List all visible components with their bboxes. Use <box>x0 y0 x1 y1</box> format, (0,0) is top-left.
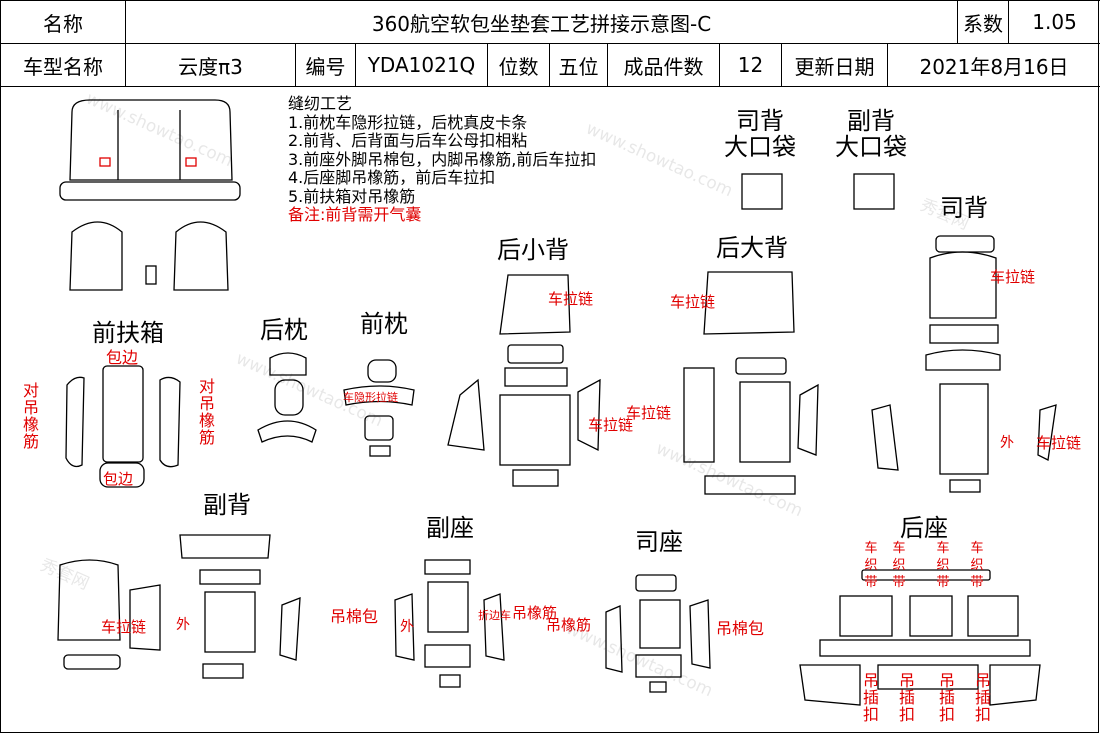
front-seats-overview-icon <box>69 221 229 291</box>
pair-elastic-note: 对吊橡筋 <box>198 377 215 447</box>
cotton-bag-note: 吊棉包 <box>330 607 379 626</box>
notes-heading: 缝纫工艺 <box>288 94 353 113</box>
zipper-note: 车拉链 <box>1036 434 1082 452</box>
seats-label: 位数 <box>487 43 550 87</box>
note-item: 1.前枕车隐形拉链，后枕真皮卡条 <box>288 112 528 132</box>
code-label: 编号 <box>295 43 356 87</box>
document-title: 360航空软包坐垫套工艺拼接示意图-C <box>124 0 959 44</box>
rear-headrest-pieces <box>257 352 317 443</box>
outer-note: 外 <box>176 617 190 633</box>
label-rear-small-back: 后小背 <box>497 236 569 264</box>
hang-buckle-note: 吊插扣 <box>974 671 991 724</box>
driver-pocket-piece <box>741 173 783 210</box>
rear-small-back-pieces <box>447 274 601 487</box>
airbag-remark: 备注:前背需开气囊 <box>288 205 422 224</box>
cotton-bag-note: 吊棉包 <box>716 619 765 638</box>
seats-value: 五位 <box>549 43 608 87</box>
rear-seat-overview-icon <box>59 99 241 201</box>
zipper-note: 车拉链 <box>990 268 1036 286</box>
fold-stitch-note: 折边车 <box>478 609 511 622</box>
model-label: 车型名称 <box>0 43 126 87</box>
rear-seat-pieces <box>799 569 1041 706</box>
note-item: 2.前背、后背面与后车公母扣相粘 <box>288 131 528 150</box>
edge-binding-note: 包边 <box>103 470 134 488</box>
label-passenger-seat: 副座 <box>426 514 474 542</box>
driver-back-pieces <box>871 235 1057 493</box>
zipper-note: 车拉链 <box>548 290 594 308</box>
zipper-note: 车拉链 <box>101 618 147 636</box>
passenger-pocket-piece <box>853 173 895 210</box>
woven-belt-note: 车织带 <box>970 541 984 590</box>
rear-big-back-pieces <box>683 271 819 495</box>
header-table: 名称 360航空软包坐垫套工艺拼接示意图-C 系数 1.05 车型名称 云度π3… <box>0 0 1100 87</box>
hang-buckle-note: 吊插扣 <box>898 671 915 724</box>
label-driver-back: 司背 <box>940 194 988 222</box>
front-armrest-pieces <box>65 365 181 488</box>
model-value: 云度π3 <box>125 43 296 87</box>
outer-note: 外 <box>400 619 414 635</box>
zipper-note: 车拉链 <box>588 416 634 434</box>
note-item: 3.前座外脚吊棉包，内脚吊橡筋,前后车拉扣 <box>288 149 597 169</box>
hang-buckle-note: 吊插扣 <box>938 671 955 724</box>
elastic-note: 吊橡筋 <box>512 604 558 622</box>
label-passenger-back: 副背 <box>203 491 251 519</box>
passenger-seat-pieces <box>394 559 505 688</box>
hidden-zipper-note: 车隐形拉链 <box>343 391 398 404</box>
coefficient-label: 系数 <box>957 0 1010 44</box>
date-value: 2021年8月16日 <box>886 43 1100 87</box>
label-driver-seat: 司座 <box>635 528 683 556</box>
date-label: 更新日期 <box>781 43 888 87</box>
sewing-notes: 缝纫工艺 1.前枕车隐形拉链，后枕真皮卡条 2.前背、后背面与后车公母扣相粘 3… <box>288 94 597 225</box>
label-passenger-back-pocket: 副背 大口袋 <box>835 107 907 161</box>
woven-belt-note: 车织带 <box>936 541 950 590</box>
woven-belt-note: 车织带 <box>864 541 878 590</box>
outer-note: 外 <box>1000 435 1014 451</box>
label-rear-seat: 后座 <box>900 514 948 542</box>
woven-belt-note: 车织带 <box>892 541 906 590</box>
hang-buckle-note: 吊插扣 <box>862 671 879 724</box>
zipper-note: 车拉链 <box>626 404 672 422</box>
count-value: 12 <box>719 43 782 87</box>
note-item: 4.后座脚吊橡筋，前后车拉扣 <box>288 168 496 187</box>
elastic-note: 吊橡筋 <box>546 616 592 634</box>
label-front-headrest: 前枕 <box>360 310 408 338</box>
code-value: YDA1021Q <box>355 43 488 87</box>
note-item: 5.前扶箱对吊橡筋 <box>288 186 416 206</box>
label-front-armrest: 前扶箱 <box>92 319 164 347</box>
pair-elastic-note: 对吊橡筋 <box>22 381 39 451</box>
edge-binding-note: 包边 <box>106 348 139 367</box>
label-driver-back-pocket: 司背 大口袋 <box>724 107 796 161</box>
name-label: 名称 <box>0 0 126 44</box>
count-label: 成品件数 <box>607 43 720 87</box>
label-rear-headrest: 后枕 <box>260 316 308 344</box>
zipper-note: 车拉链 <box>670 293 716 311</box>
passenger-back-pieces <box>57 534 301 679</box>
front-headrest-pieces <box>343 359 415 457</box>
label-rear-big-back: 后大背 <box>716 234 788 262</box>
driver-seat-pieces <box>605 574 711 693</box>
